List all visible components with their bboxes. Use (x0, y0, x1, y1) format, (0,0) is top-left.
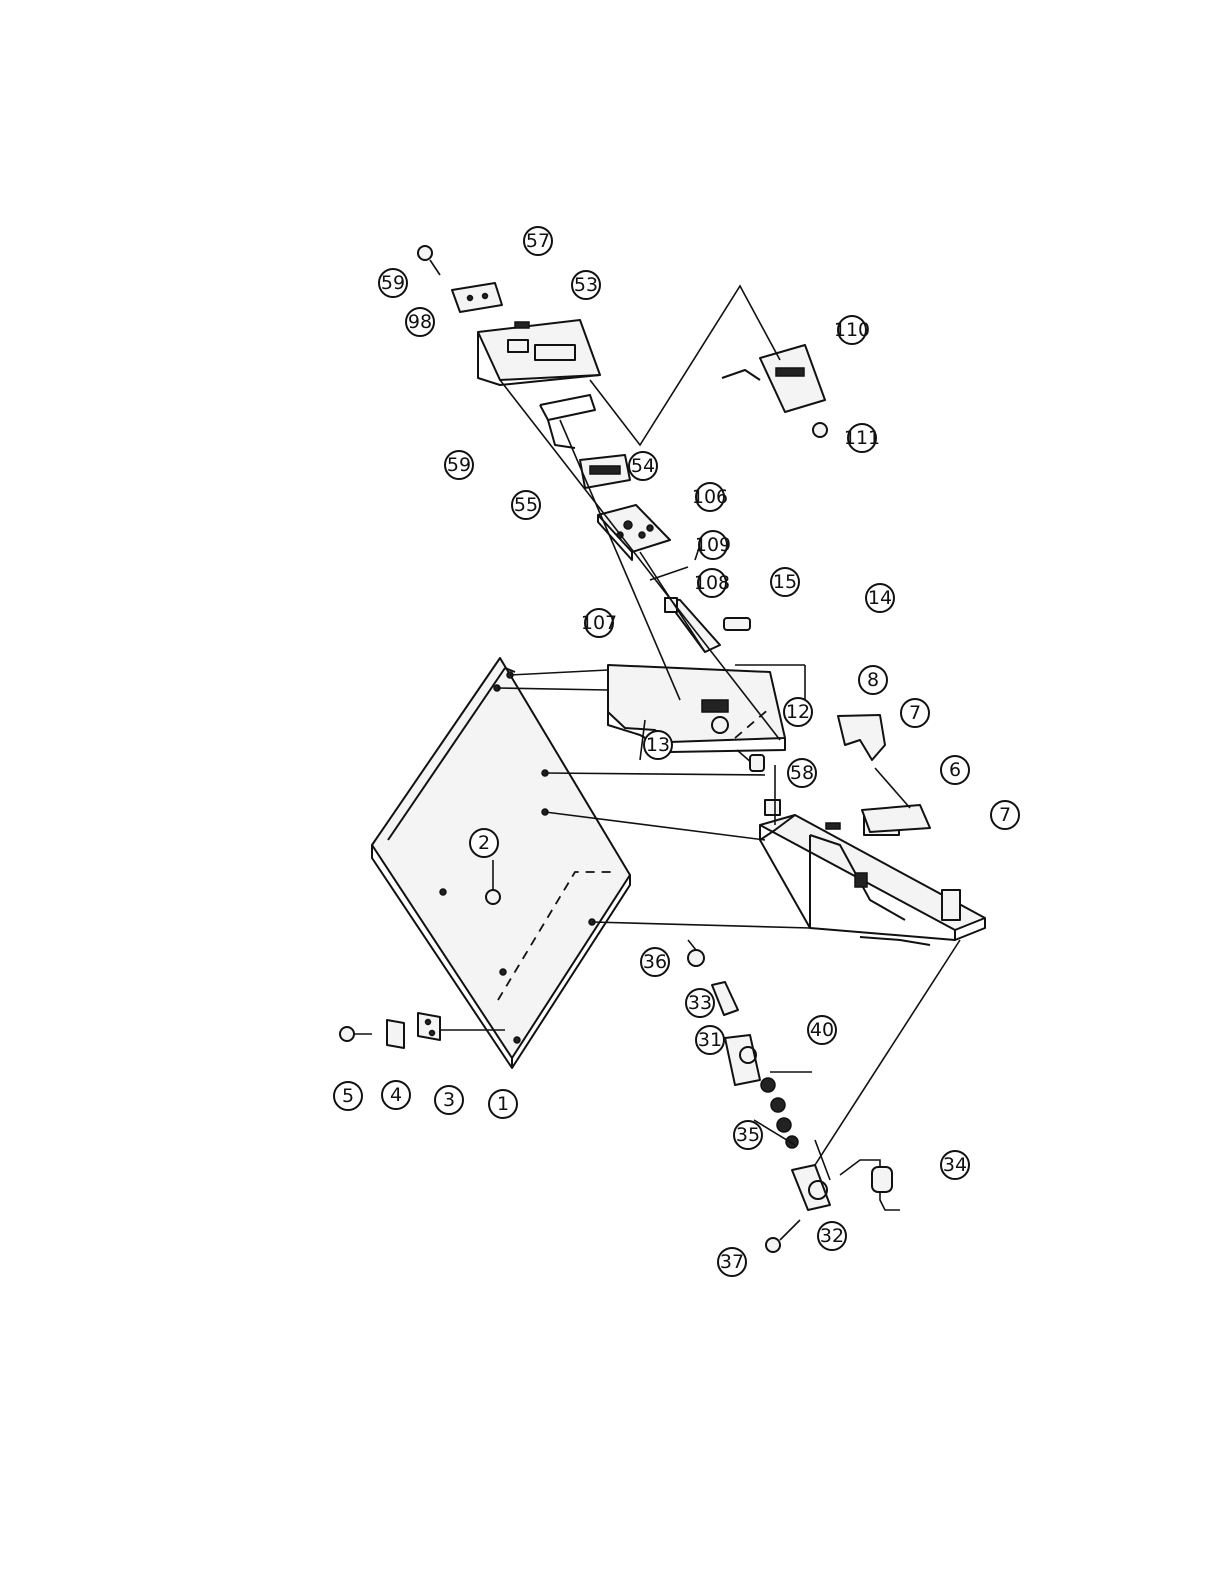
callout-13: 13 (644, 731, 672, 759)
callout-59a: 59 (379, 269, 407, 297)
callout-2: 2 (470, 829, 498, 857)
callout-53: 53 (572, 271, 600, 299)
svg-text:8: 8 (867, 669, 879, 691)
callout-59b: 59 (445, 451, 473, 479)
callout-36: 36 (641, 948, 669, 976)
svg-text:40: 40 (810, 1019, 834, 1041)
callout-6: 6 (941, 756, 969, 784)
latch-assembly (340, 1013, 505, 1048)
svg-text:110: 110 (834, 319, 870, 341)
svg-text:31: 31 (698, 1029, 722, 1051)
callout-55: 55 (512, 491, 540, 519)
svg-text:6: 6 (949, 759, 961, 781)
svg-text:36: 36 (643, 951, 667, 973)
callout-14: 14 (866, 584, 894, 612)
callout-34: 34 (941, 1151, 969, 1179)
svg-text:3: 3 (443, 1089, 455, 1111)
callout-110: 110 (834, 316, 870, 344)
front-panel (478, 320, 600, 385)
callout-98: 98 (406, 308, 434, 336)
callout-5: 5 (334, 1082, 362, 1110)
svg-text:12: 12 (786, 701, 810, 723)
callout-111: 111 (844, 424, 880, 452)
svg-text:108: 108 (694, 572, 730, 594)
callout-57: 57 (524, 227, 552, 255)
mid-plate (608, 665, 805, 752)
svg-text:109: 109 (695, 534, 731, 556)
front-bracket (540, 395, 595, 448)
svg-text:7: 7 (909, 702, 921, 724)
svg-text:54: 54 (631, 455, 655, 477)
callout-3: 3 (435, 1086, 463, 1114)
svg-text:106: 106 (692, 486, 728, 508)
callout-109: 109 (695, 531, 731, 559)
svg-text:7: 7 (999, 804, 1011, 826)
top-cover-plate (372, 658, 630, 1068)
callout-15: 15 (771, 568, 799, 596)
callout-33: 33 (686, 989, 714, 1017)
callout-7b: 7 (991, 801, 1019, 829)
callout-37: 37 (718, 1248, 746, 1276)
svg-text:15: 15 (773, 571, 797, 593)
svg-text:107: 107 (581, 612, 617, 634)
callout-107: 107 (581, 609, 617, 637)
callout-1: 1 (489, 1090, 517, 1118)
callout-58: 58 (788, 759, 816, 787)
svg-text:55: 55 (514, 494, 538, 516)
svg-text:5: 5 (342, 1085, 354, 1107)
svg-text:35: 35 (736, 1124, 760, 1146)
svg-text:32: 32 (820, 1225, 844, 1247)
svg-text:2: 2 (478, 832, 490, 854)
callout-106: 106 (692, 483, 728, 511)
hinge-assembly (688, 940, 960, 1252)
svg-text:34: 34 (943, 1154, 967, 1176)
svg-text:37: 37 (720, 1251, 744, 1273)
svg-text:111: 111 (844, 427, 880, 449)
callout-35: 35 (734, 1121, 762, 1149)
callout-8: 8 (859, 666, 887, 694)
callout-4: 4 (382, 1081, 410, 1109)
svg-text:59: 59 (447, 454, 471, 476)
callout-31: 31 (696, 1026, 724, 1054)
display-plate (418, 246, 502, 312)
callout-54: 54 (629, 452, 657, 480)
svg-text:4: 4 (390, 1084, 402, 1106)
svg-text:1: 1 (497, 1093, 509, 1115)
callout-12: 12 (784, 698, 812, 726)
ribbon-cable-assembly (590, 286, 827, 445)
callout-40: 40 (808, 1016, 836, 1044)
svg-text:53: 53 (574, 274, 598, 296)
callout-7a: 7 (901, 699, 929, 727)
svg-text:57: 57 (526, 230, 550, 252)
callout-32: 32 (818, 1222, 846, 1250)
svg-text:58: 58 (790, 762, 814, 784)
callout-108: 108 (694, 569, 730, 597)
side-bracket (838, 715, 930, 832)
svg-text:59: 59 (381, 272, 405, 294)
svg-text:14: 14 (868, 587, 892, 609)
svg-text:33: 33 (688, 992, 712, 1014)
svg-text:13: 13 (646, 734, 670, 756)
svg-text:98: 98 (408, 311, 432, 333)
